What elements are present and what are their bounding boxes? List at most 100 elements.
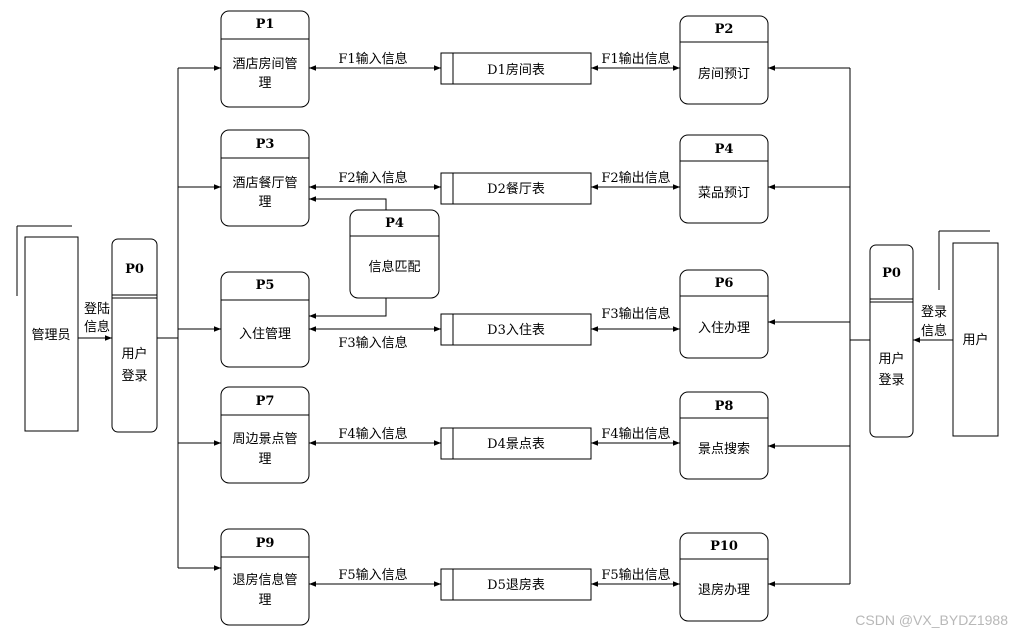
store-label: D3入住表 — [487, 323, 545, 338]
flow-label: F3输出信息 — [601, 306, 670, 322]
output-flow-f4: F4输出信息 — [591, 426, 680, 446]
output-flow-f2: F2输出信息 — [591, 170, 680, 190]
left-login-id: P0 — [125, 262, 144, 277]
process-name-1: 退房信息管 — [232, 572, 297, 588]
process-name-1: 酒店房间管 — [232, 56, 297, 72]
process-box — [679, 15, 769, 105]
process-box — [220, 386, 310, 484]
left-login-process: P0 用户 登录 — [111, 238, 158, 433]
process-name-1: 退房办理 — [698, 582, 750, 598]
p4-to-p3-arrow — [309, 196, 387, 210]
user-entity-box — [952, 242, 999, 437]
process-id: P3 — [256, 137, 275, 152]
process-box — [220, 528, 310, 626]
left-bus — [157, 65, 221, 571]
process-name-2: 理 — [258, 76, 271, 91]
right-login-name-1: 用户 — [878, 351, 904, 367]
middle-process-p4: P4 信息匹配 — [349, 209, 440, 299]
input-flow-f3: F3输入信息 — [309, 326, 441, 351]
input-flow-f1: F1输入信息 — [309, 51, 441, 71]
process-name-2: 理 — [258, 452, 271, 467]
user-entity: 用户 — [938, 230, 999, 437]
store-box — [440, 427, 592, 460]
data-store-d4: D4景点表 — [440, 427, 592, 460]
right-login-process: P0 用户 登录 — [869, 244, 914, 438]
left-process-p7: P7 周边景点管 理 — [220, 386, 310, 484]
left-login-box — [111, 238, 158, 433]
right-process-p8: P8 景点搜索 — [679, 391, 769, 480]
flow-label: F2输入信息 — [338, 170, 407, 186]
admin-entity: 管理员 — [16, 225, 79, 432]
left-process-p3: P3 酒店餐厅管 理 — [220, 129, 310, 227]
watermark-text: CSDN @VX_BYDZ1988 — [855, 612, 1008, 628]
process-id: P9 — [256, 536, 275, 551]
process-name-1: 入住管理 — [239, 327, 291, 342]
middle-process-links — [309, 196, 387, 319]
store-label: D2餐厅表 — [487, 181, 545, 197]
admin-entity-box — [24, 236, 79, 432]
process-id: P1 — [256, 17, 275, 32]
process-name-1: 信息匹配 — [368, 259, 420, 275]
output-flow-f1: F1输出信息 — [591, 51, 680, 71]
right-login-id: P0 — [882, 266, 901, 281]
left-login-name-1: 用户 — [121, 346, 147, 362]
flow-label: F2输出信息 — [601, 170, 670, 186]
process-id: P2 — [715, 22, 734, 37]
user-login-flow: 登录 信息 — [913, 305, 953, 343]
user-login-label-1: 登录 — [921, 305, 947, 320]
process-name-2: 理 — [258, 593, 271, 608]
process-id: P10 — [710, 539, 738, 554]
process-name-1: 菜品预订 — [698, 186, 750, 201]
admin-login-label-2: 信息 — [84, 319, 110, 335]
data-store-d3: D3入住表 — [440, 313, 592, 346]
admin-entity-label: 管理员 — [31, 328, 70, 343]
flow-label: F4输入信息 — [338, 426, 407, 442]
process-box — [679, 134, 769, 224]
process-box — [349, 209, 440, 299]
store-box — [440, 172, 592, 205]
output-flow-f3: F3输出信息 — [591, 306, 680, 332]
flow-label: F1输出信息 — [601, 51, 670, 67]
flow-label: F5输出信息 — [601, 567, 670, 583]
input-flow-f4: F4输入信息 — [309, 426, 441, 446]
output-flow-f5: F5输出信息 — [591, 567, 680, 587]
flow-label: F4输出信息 — [601, 426, 670, 442]
process-box — [679, 532, 769, 622]
process-box — [220, 10, 310, 108]
process-id: P5 — [256, 278, 275, 293]
process-name-2: 理 — [258, 195, 271, 210]
input-flow-f2: F2输入信息 — [309, 170, 441, 190]
user-entity-label: 用户 — [962, 332, 988, 348]
store-box — [440, 568, 592, 601]
store-box — [440, 313, 592, 346]
store-label: D5退房表 — [487, 577, 545, 593]
right-process-p6: P6 入住办理 — [679, 269, 769, 359]
admin-login-flow: 登陆 信息 — [78, 301, 112, 341]
admin-login-label-1: 登陆 — [84, 301, 110, 317]
process-name-1: 入住办理 — [698, 321, 750, 336]
right-bus — [768, 65, 870, 587]
flow-label: F5输入信息 — [338, 567, 407, 583]
right-process-p4: P4 菜品预订 — [679, 134, 769, 224]
input-flow-f5: F5输入信息 — [309, 567, 441, 587]
data-store-d2: D2餐厅表 — [440, 172, 592, 205]
flow-label: F3输入信息 — [338, 335, 407, 351]
left-login-name-2: 登录 — [121, 369, 147, 384]
right-process-p10: P10 退房办理 — [679, 532, 769, 622]
data-store-d5: D5退房表 — [440, 568, 592, 601]
process-box — [679, 391, 769, 480]
process-name-1: 酒店餐厅管 — [232, 175, 297, 191]
left-process-p5: P5 入住管理 — [220, 271, 310, 368]
store-box — [440, 52, 592, 85]
process-name-1: 周边景点管 — [232, 432, 297, 447]
process-name-1: 景点搜索 — [698, 442, 750, 457]
store-label: D1房间表 — [487, 62, 545, 78]
process-id: P4 — [715, 142, 734, 157]
process-box — [220, 129, 310, 227]
process-box — [679, 269, 769, 359]
process-name-1: 房间预订 — [698, 66, 750, 82]
process-box — [220, 271, 310, 368]
flow-label: F1输入信息 — [338, 51, 407, 67]
